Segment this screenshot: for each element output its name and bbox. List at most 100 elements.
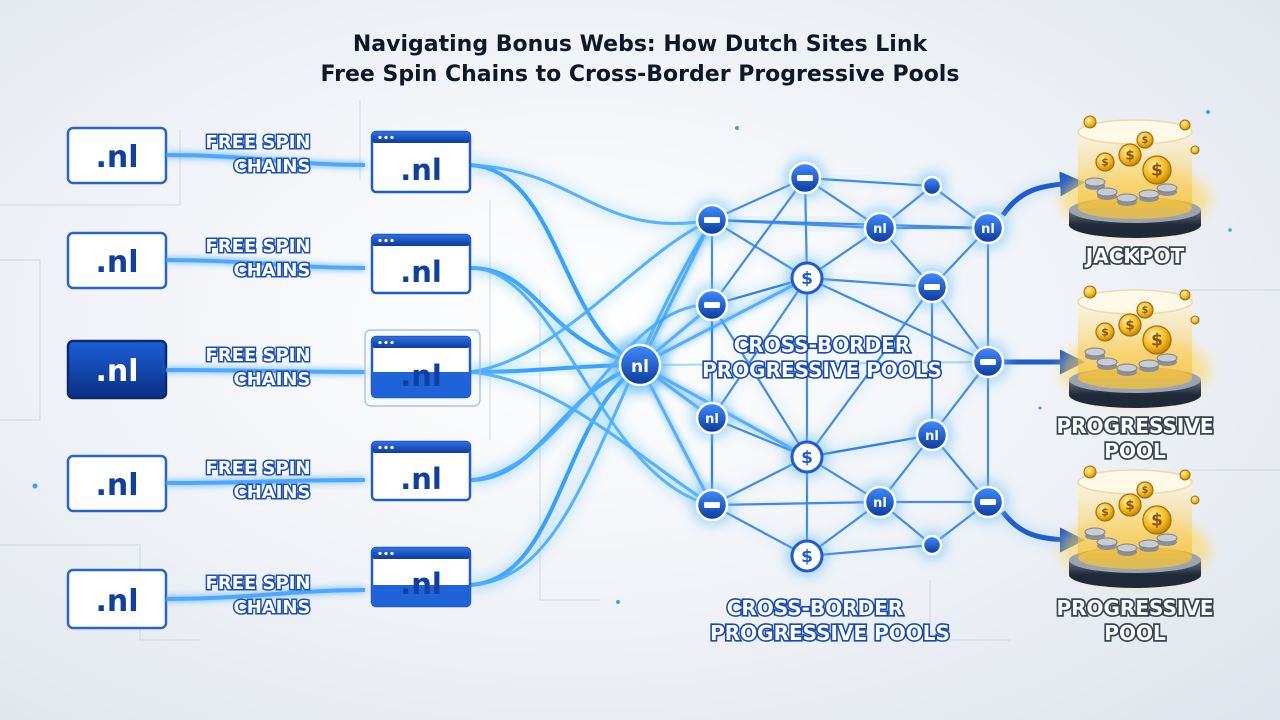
central-hub: nl xyxy=(612,337,668,393)
browser-window-2: .nl xyxy=(370,233,472,295)
minus-icon xyxy=(704,217,720,223)
progressive-pool-jar: $$$$ xyxy=(1060,285,1210,408)
gold-coin-icon xyxy=(1179,289,1191,301)
flow-line xyxy=(469,266,713,507)
minus-node xyxy=(691,484,733,526)
site-label: .nl xyxy=(95,245,138,280)
pool-label-jackpot: JACKPOT xyxy=(1084,244,1185,268)
window-label: .nl xyxy=(400,359,442,393)
mesh-edge xyxy=(806,286,933,458)
browser-window-1: .nl xyxy=(370,130,472,194)
network-label-center-line1: CROSS-BORDER xyxy=(734,333,911,357)
chain-label-line2: CHAINS xyxy=(234,156,311,177)
pool-arrow xyxy=(1000,171,1085,217)
flow-line xyxy=(469,370,713,507)
pool-label-line1: PROGRESSIVE xyxy=(1056,596,1213,620)
site-to-window-connectors xyxy=(165,153,366,601)
site-label: .nl xyxy=(95,140,138,175)
flow-line xyxy=(469,163,713,226)
svg-text:$: $ xyxy=(1142,485,1149,496)
chain-label-line2: CHAINS xyxy=(234,260,311,281)
nl-symbol: nl xyxy=(705,412,719,427)
nl-symbol: nl xyxy=(873,496,887,511)
svg-text:$: $ xyxy=(1101,156,1109,169)
svg-text:$: $ xyxy=(1142,135,1149,146)
flow-line xyxy=(469,218,713,374)
chain-label-line1: FREE SPIN xyxy=(206,132,311,153)
gold-coin-icon: $ xyxy=(1142,505,1172,535)
nl-node: nl xyxy=(691,397,733,439)
window-label: .nl xyxy=(400,255,442,289)
nl-symbol: nl xyxy=(925,429,939,444)
free-spin-chain-labels: FREE SPIN CHAINS FREE SPIN CHAINS FREE S… xyxy=(204,131,312,620)
window-label: .nl xyxy=(400,567,442,601)
mesh-edge xyxy=(711,304,808,458)
dutch-sites: .nl .nl .nl .nl .nl xyxy=(66,126,168,630)
gold-coin-icon xyxy=(1179,469,1191,481)
gold-coin-icon: $ xyxy=(1118,493,1142,517)
pool-label-line2: POOL xyxy=(1104,621,1166,645)
gold-coin-icon xyxy=(1190,315,1200,325)
flow-line xyxy=(469,303,713,482)
chain-label-line1: FREE SPIN xyxy=(206,458,311,479)
gold-coin-icon xyxy=(1190,145,1200,155)
site-nl-5: .nl xyxy=(66,568,168,630)
minus-node xyxy=(691,199,733,241)
nl-node: nl xyxy=(911,414,953,456)
nl-node: nl xyxy=(859,481,901,523)
free-spin-flows xyxy=(469,160,716,590)
network-label-center-line2: PROGRESSIVE POOLS xyxy=(702,358,942,382)
minus-icon xyxy=(924,284,940,290)
gold-coin-icon: $ xyxy=(1095,152,1115,172)
network-label-bottom-line2: PROGRESSIVE POOLS xyxy=(710,621,950,645)
hub-label: nl xyxy=(631,357,649,377)
flow-glow xyxy=(469,160,713,229)
mesh-edge xyxy=(806,433,933,459)
dollar-symbol: $ xyxy=(801,448,813,468)
browser-window-3-highlighted: .nl xyxy=(364,329,481,407)
minus-icon xyxy=(704,502,720,508)
mesh-edge xyxy=(711,177,806,306)
nl-symbol: nl xyxy=(873,222,887,237)
mesh-edge xyxy=(711,500,881,507)
site-label: .nl xyxy=(95,584,138,619)
svg-text:$: $ xyxy=(1142,305,1149,316)
network-label-bottom: CROSS-BORDER PROGRESSIVE POOLS xyxy=(708,594,951,646)
minus-icon xyxy=(980,359,996,365)
gold-coin-icon xyxy=(1190,495,1200,505)
mesh-edge xyxy=(804,176,933,188)
dot-node xyxy=(917,171,947,201)
nl-symbol: nl xyxy=(981,222,995,237)
page-title-line1: Navigating Bonus Webs: How Dutch Sites L… xyxy=(352,32,928,57)
gold-coin-icon: $ xyxy=(1142,155,1172,185)
chain-label-line2: CHAINS xyxy=(234,369,311,390)
minus-node xyxy=(784,157,826,199)
minus-node xyxy=(967,341,1009,383)
window-label: .nl xyxy=(400,462,442,496)
network-label-bottom-line1: CROSS-BORDER xyxy=(727,596,904,620)
minus-node xyxy=(911,266,953,308)
svg-text:$: $ xyxy=(1125,498,1134,513)
pool-label-line2: POOL xyxy=(1104,439,1166,463)
gold-coin-icon: $ xyxy=(1136,301,1154,319)
gold-coin-icon: $ xyxy=(1118,143,1142,167)
gold-coin-icon xyxy=(1083,465,1097,479)
gold-coin-icon: $ xyxy=(1136,481,1154,499)
svg-text:$: $ xyxy=(1101,326,1109,339)
site-nl-2: .nl xyxy=(66,231,168,290)
dollar-symbol: $ xyxy=(801,269,813,289)
chain-label-line1: FREE SPIN xyxy=(206,573,311,594)
chain-label-line2: CHAINS xyxy=(234,597,311,618)
minus-node xyxy=(967,481,1009,523)
flow-line xyxy=(469,163,641,367)
minus-node xyxy=(691,284,733,326)
mesh-edge xyxy=(711,218,989,230)
page-title-line2: Free Spin Chains to Cross-Border Progres… xyxy=(320,62,960,87)
jackpot-pool-jar: $$$$ xyxy=(1060,115,1210,238)
chain-label-line1: FREE SPIN xyxy=(206,236,311,257)
site-label: .nl xyxy=(95,354,138,389)
minus-icon xyxy=(704,302,720,308)
browser-windows: .nl .nl .nl .nl .nl xyxy=(364,130,481,608)
